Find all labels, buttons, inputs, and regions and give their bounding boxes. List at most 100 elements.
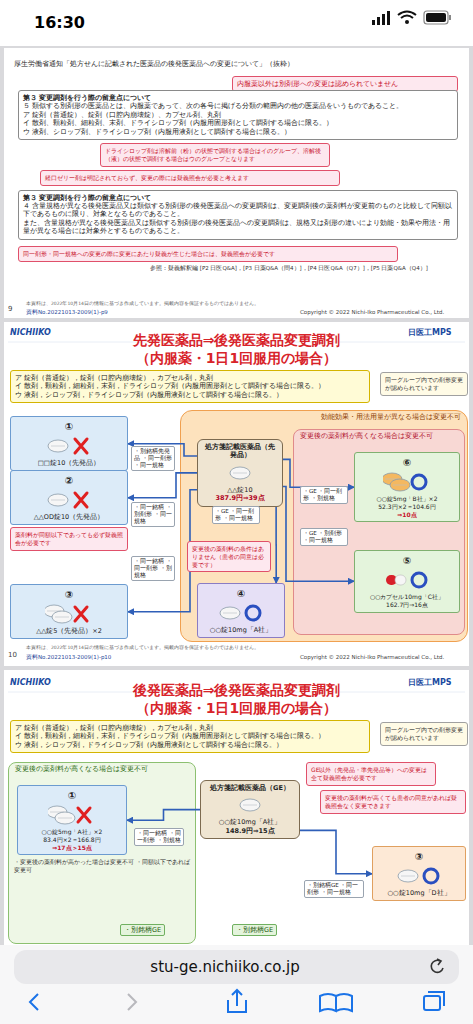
- text-label: 資料No.20221013-2009(1)-p10: [26, 654, 111, 661]
- shape-ellipse: [398, 870, 418, 882]
- node-text: 148.9円⇒15点: [205, 827, 295, 835]
- illustration-wrap: [359, 470, 455, 494]
- node-text: 変更後の薬剤料が高くても患者の同意があれば疑義照会なく変更できます: [325, 794, 461, 810]
- shape-rect: [424, 11, 448, 24]
- slide-9: [4, 48, 469, 318]
- shape-ellipse: [220, 607, 240, 619]
- node-text: ４ 含量規格が異なる後発医薬品又は類似する別剤形の後発医薬品への変更調剤は、変更…: [23, 202, 453, 219]
- node-box: 同一グループ内での剤形変更が認められています: [380, 722, 468, 746]
- text-label: NICHIIKO: [10, 328, 51, 338]
- node-text: 経口ゼリー剤は明記されておらず、変更の際には疑義照会が必要と考えます: [45, 174, 335, 182]
- text-label: 本資料は、2022年10月14日の情報に基づき作成しています。掲載内容を保証する…: [26, 645, 296, 651]
- node-text: 第３ 変更調剤を行う際の留意点について: [23, 94, 453, 102]
- node-text: ○○カプセル10mg「C社」: [359, 593, 455, 601]
- node-text: ⇒17点＞15点: [22, 844, 122, 852]
- shape-path: [437, 959, 441, 965]
- text-label: ・別銘柄GE: [120, 924, 165, 936]
- edge-label: ・同一銘柄 ・同一剤形 ・別規格: [131, 556, 175, 581]
- region-box: 変更後の薬剤料が高くなる場合は変更不可①○○錠5mg「A社」×283.4円×2＝…: [8, 762, 196, 944]
- shape-line: [58, 818, 72, 819]
- arrow-connector: [283, 459, 354, 487]
- shape-ellipse: [48, 494, 68, 506]
- edge-label: ・同一銘柄 ・別剤形 ・同一規格: [131, 502, 175, 527]
- node-box: ①□□錠10（先発品）: [10, 416, 128, 471]
- drug-illustration: [383, 470, 431, 494]
- shape-path: [320, 994, 352, 1011]
- node-box: ① ○○錠5mg「A社」×283.4円×2＝166.8円⇒17点＞15点: [17, 785, 127, 855]
- arrow-connector: [128, 490, 197, 612]
- status-icons: [372, 11, 451, 25]
- shape-path: [75, 607, 87, 621]
- arrow-connector: [128, 473, 197, 498]
- shape-ellipse: [240, 799, 260, 811]
- shape-circle: [424, 869, 438, 883]
- url-pill: [14, 950, 459, 984]
- slide-10: [4, 322, 469, 666]
- node-text: 387.9円⇒39点: [202, 494, 278, 502]
- arrow-connector: [127, 810, 200, 821]
- text-label: （内服薬・1日1回服用の場合）: [70, 349, 403, 367]
- illustration-wrap: [359, 568, 455, 592]
- shape-path: [128, 994, 136, 1010]
- shape-ellipse: [52, 611, 72, 623]
- node-text: ドライシロップ剤は溶解前（粉）の状態で調剤する場合はイのグループ、溶解後（液）の…: [105, 147, 325, 163]
- node-box: 変更後の薬剤料の条件はありません（患者の同意は必要です）: [187, 541, 271, 572]
- edge-label: ・別銘柄先発品 ・同一剤形 ・同一規格: [131, 446, 175, 471]
- shape-rect: [426, 13, 446, 22]
- node-box: GE以外（先発品・準先発品等）への変更は全て疑義照会が必要です: [306, 762, 436, 786]
- node-text: △△錠10: [202, 486, 278, 494]
- node-text: 162.7円⇒16点: [359, 601, 455, 609]
- node-box: 同一グループ内での剤形変更が認められています: [380, 372, 468, 396]
- shape-path: [232, 990, 242, 1006]
- node-text: ○○錠5mg「A社」×2: [22, 828, 122, 836]
- shape-circle: [412, 475, 426, 489]
- node-text: 処方箋記載医薬品（先発品）: [202, 443, 278, 460]
- browser-bar: [0, 945, 473, 1024]
- callout-number: ⑤: [359, 554, 455, 567]
- text-label: 本資料は、2022年10月14日の情報に基づき作成しています。掲載内容を保証する…: [26, 301, 296, 307]
- node-text: ５ 類似する別剤形の医薬品とは、内服薬であって、次の各号に掲げる分類の範囲内の他…: [23, 102, 453, 110]
- node-text: 変更後の薬剤料の条件はありません（患者の同意は必要です）: [192, 545, 266, 568]
- text-label: 先発医薬品⇒後発医薬品変更調剤: [70, 331, 403, 349]
- illustration-wrap: [205, 793, 295, 817]
- node-box: ⑥○○錠5mg「B社」×252.3円×2＝104.6円⇒10点: [354, 452, 460, 522]
- node-text: 同一グループ内での剤形変更が認められています: [385, 376, 463, 392]
- drug-illustration: [48, 803, 96, 827]
- text-label: Copyright © 2022 Nichi-Iko Pharmaceutica…: [300, 309, 444, 316]
- arrow-connector: [283, 486, 354, 581]
- node-box: ア 錠剤（普通錠），錠剤（口腔内崩壊錠），カプセル剤，丸剤イ 散剤，顆粒剤，細粒…: [10, 370, 370, 403]
- illustration-wrap: [22, 803, 122, 827]
- illustration-wrap: [15, 488, 123, 512]
- node-text: イ 散剤，顆粒剤，細粒剤，末剤，ドライシロップ剤（内服用固形剤として調剤する場合…: [15, 732, 365, 740]
- node-box: 第３ 変更調剤を行う際の留意点について４ 含量規格が異なる後発医薬品又は類似する…: [18, 190, 458, 240]
- node-box: 経口ゼリー剤は明記されておらず、変更の際には疑義照会が必要と考えます: [40, 170, 340, 186]
- shape-ellipse: [390, 479, 410, 491]
- shape-rect: [372, 20, 375, 25]
- shape-path: [78, 808, 90, 822]
- illustration-wrap: [202, 461, 278, 485]
- node-text: イ 散剤、顆粒剤、細粒剤、末剤、ドライシロップ剤（内服用固形剤として調剤する場合…: [23, 119, 453, 127]
- illustration-wrap: [377, 864, 461, 888]
- node-box: 同一剤形・同一規格への変更の際に変更にあたり疑義が生じた場合には、疑義照会が必要…: [18, 246, 398, 262]
- node-text: △△OD錠10（先発品）: [15, 513, 123, 521]
- text-label: 後発医薬品⇒後発医薬品変更調剤: [70, 681, 403, 699]
- edge-label: ・GE ・同一剤形 ・別規格: [300, 486, 348, 504]
- shape-path: [75, 493, 87, 507]
- node-box: ドライシロップ剤は溶解前（粉）の状態で調剤する場合はイのグループ、溶解後（液）の…: [100, 143, 330, 167]
- callout-number: ①: [22, 789, 122, 802]
- shape-line: [223, 613, 237, 614]
- text-label: 厚生労働省通知「処方せんに記載された医薬品の後発医薬品への変更について」（抜粋）: [14, 60, 454, 69]
- slide-11: [4, 670, 469, 960]
- node-box: 処方箋記載医薬品（GE）○○錠10mg「A社」148.9円⇒15点: [200, 780, 300, 839]
- text-label: Copyright © 2022 Nichi-Iko Pharmaceutica…: [300, 654, 444, 661]
- text-label: NICHIIKO: [10, 678, 51, 688]
- node-text: 処方箋記載医薬品（GE）: [205, 784, 295, 792]
- drug-illustration: [224, 461, 256, 485]
- node-text: 薬剤料が同額以下であっても必ず疑義照会が必要です: [15, 531, 123, 547]
- node-text: 83.4円×2＝166.8円: [22, 836, 122, 844]
- node-box: 第３ 変更調剤を行う際の留意点について５ 類似する別剤形の医薬品とは、内服薬であ…: [18, 90, 458, 140]
- node-text: 第３ 変更調剤を行う際の留意点について: [23, 194, 453, 202]
- drug-illustration: [217, 601, 265, 625]
- node-text: △△錠5（先発品）×2: [15, 627, 123, 635]
